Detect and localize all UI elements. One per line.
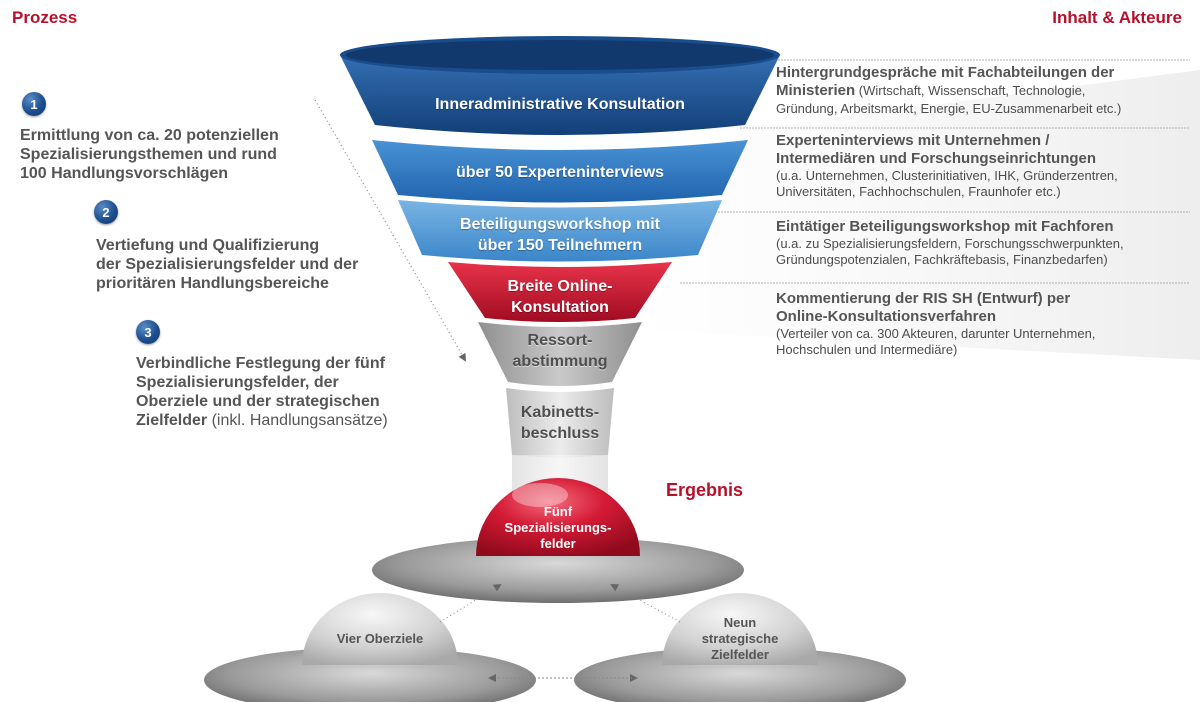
content-item-4-detail: (Verteiler von ca. 300 Akteuren, darunte…	[776, 326, 1096, 357]
funnel-layer-2	[372, 140, 748, 203]
dome-left-label: Vier Oberziele	[336, 631, 424, 646]
dome-red	[476, 478, 640, 556]
disc-right	[574, 647, 906, 702]
content-item-4: Kommentierung der RIS SH (Entwurf) per O…	[776, 290, 1196, 358]
content-item-1-detail: (Wirtschaft, Wissenschaft, Technologie, …	[776, 83, 1122, 116]
funnel-label-1: Inneradministrative Konsultation	[435, 96, 685, 113]
disc-center	[372, 537, 744, 603]
funnel-label-3: Beteiligungsworkshop mit über 150 Teilne…	[459, 216, 660, 254]
funnel-layer-6	[506, 388, 614, 458]
prozess-header: Prozess	[12, 8, 78, 27]
content-item-3-title: Eintätiger Beteiligungsworkshop mit Fach…	[776, 218, 1114, 235]
content-item-1: Hintergrundgespräche mit Fachabteilungen…	[776, 64, 1196, 118]
connector-arrow	[610, 584, 681, 623]
funnel-label-4: Breite Online- Konsultation	[507, 278, 613, 316]
content-item-2-detail: (u.a. Unternehmen, Clusterinitiativen, I…	[776, 168, 1118, 199]
step-3-badge: 3	[136, 320, 160, 344]
ergebnis-label: Ergebnis	[666, 480, 744, 500]
content-item-1-title-text: Hintergrundgespräche mit Fachabteilungen…	[776, 64, 1115, 99]
step-1-text: Ermittlung von ca. 20 potenziellen Spezi…	[20, 127, 279, 182]
funnel-label-6: Kabinetts- beschluss	[520, 404, 600, 442]
step-3-text-main: Verbindliche Festlegung der fünf Spezial…	[136, 355, 385, 429]
content-item-3: Eintätiger Beteiligungsworkshop mit Fach…	[776, 218, 1196, 268]
funnel-shadow	[640, 70, 1200, 360]
step-3-text: Verbindliche Festlegung der fünf Spezial…	[136, 354, 388, 430]
funnel-layer-5	[478, 322, 642, 386]
content-item-3-detail: (u.a. zu Spezialisierungsfeldern, Forsch…	[776, 236, 1124, 267]
dome-left	[302, 593, 458, 665]
content-item-4-title: Kommentierung der RIS SH (Entwurf) per O…	[776, 290, 1071, 325]
dome-right	[662, 593, 818, 665]
dome-right-label: Neun strategische Zielfelder	[701, 615, 779, 662]
funnel-layer-3	[398, 200, 722, 262]
funnel-label-5: Ressort- abstimmung	[512, 332, 608, 370]
step-1-badge: 1	[22, 92, 46, 116]
content-item-2-title: Experteninterviews mit Unternehmen / Int…	[776, 132, 1097, 167]
step-2-text: Vertiefung und Qualifizierung der Spezia…	[96, 237, 359, 292]
inhalt-header: Inhalt & Akteure	[1052, 8, 1182, 27]
step-3-text-note: (inkl. Handlungsansätze)	[207, 412, 388, 429]
funnel-layer-4	[448, 262, 672, 322]
content-item-1-title: Hintergrundgespräche mit Fachabteilungen…	[776, 64, 1196, 118]
funnel-label-2: über 50 Experteninterviews	[455, 164, 665, 181]
content-item-2: Experteninterviews mit Unternehmen / Int…	[776, 132, 1196, 200]
step-2-badge: 2	[94, 200, 118, 224]
dome-red-label: Fünf Spezialisierungs- felder	[504, 504, 612, 551]
